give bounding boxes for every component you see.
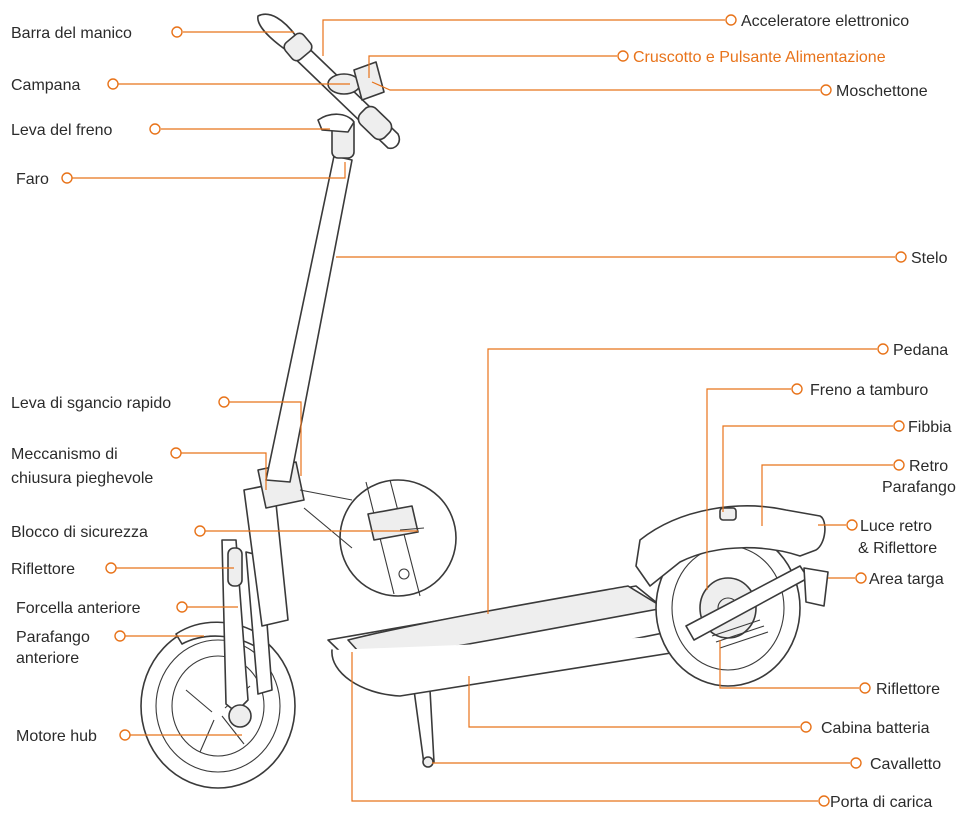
label-area-targa: Area targa — [869, 571, 944, 588]
label-parafango-ant-line1: Parafango — [16, 629, 90, 646]
label-parafango-ant-line2: anteriore — [16, 650, 79, 667]
hub-motor-shape — [228, 704, 252, 728]
label-pedana: Pedana — [893, 342, 948, 359]
label-leva-sgancio: Leva di sgancio rapido — [11, 395, 171, 412]
label-cruscotto: Cruscotto e Pulsante Alimentazione — [633, 49, 886, 66]
label-riflettore-front: Riflettore — [11, 561, 75, 578]
callout-labels: Acceleratore elettronico Cruscotto e Pul… — [11, 13, 956, 811]
front-wheel — [140, 623, 296, 789]
label-retro-parafango-line2: Parafango — [882, 479, 956, 496]
label-acceleratore: Acceleratore elettronico — [741, 13, 909, 30]
label-freno-tamburo: Freno a tamburo — [810, 382, 928, 399]
stem-shape — [265, 155, 353, 483]
label-luce-retro-line2: & Riflettore — [858, 540, 937, 557]
label-porta: Porta di carica — [830, 794, 932, 811]
label-retro-parafango-line1: Retro — [909, 458, 948, 475]
label-meccanismo-line1: Meccanismo di — [11, 446, 118, 463]
label-moschettone: Moschettone — [836, 83, 928, 100]
label-motore: Motore hub — [16, 728, 97, 745]
label-riflettore-rear: Riflettore — [876, 681, 940, 698]
label-stelo: Stelo — [911, 250, 948, 267]
label-leva-freno: Leva del freno — [11, 122, 113, 139]
label-forcella: Forcella anteriore — [16, 600, 141, 617]
leader-dots — [61, 14, 907, 807]
leader-lines — [67, 19, 895, 802]
label-cavalletto: Cavalletto — [870, 756, 941, 773]
label-faro: Faro — [16, 171, 49, 188]
label-fibbia: Fibbia — [908, 419, 952, 436]
label-campana: Campana — [11, 77, 80, 94]
label-meccanismo-line2: chiusura pieghevole — [11, 470, 153, 487]
rear-fender-shape — [635, 505, 826, 587]
detail-inset — [299, 479, 457, 597]
label-barra: Barra del manico — [11, 25, 132, 42]
label-luce-retro-line1: Luce retro — [860, 518, 932, 535]
scooter-illustration — [140, 13, 829, 789]
label-cabina: Cabina batteria — [821, 720, 930, 737]
label-blocco: Blocco di sicurezza — [11, 524, 148, 541]
